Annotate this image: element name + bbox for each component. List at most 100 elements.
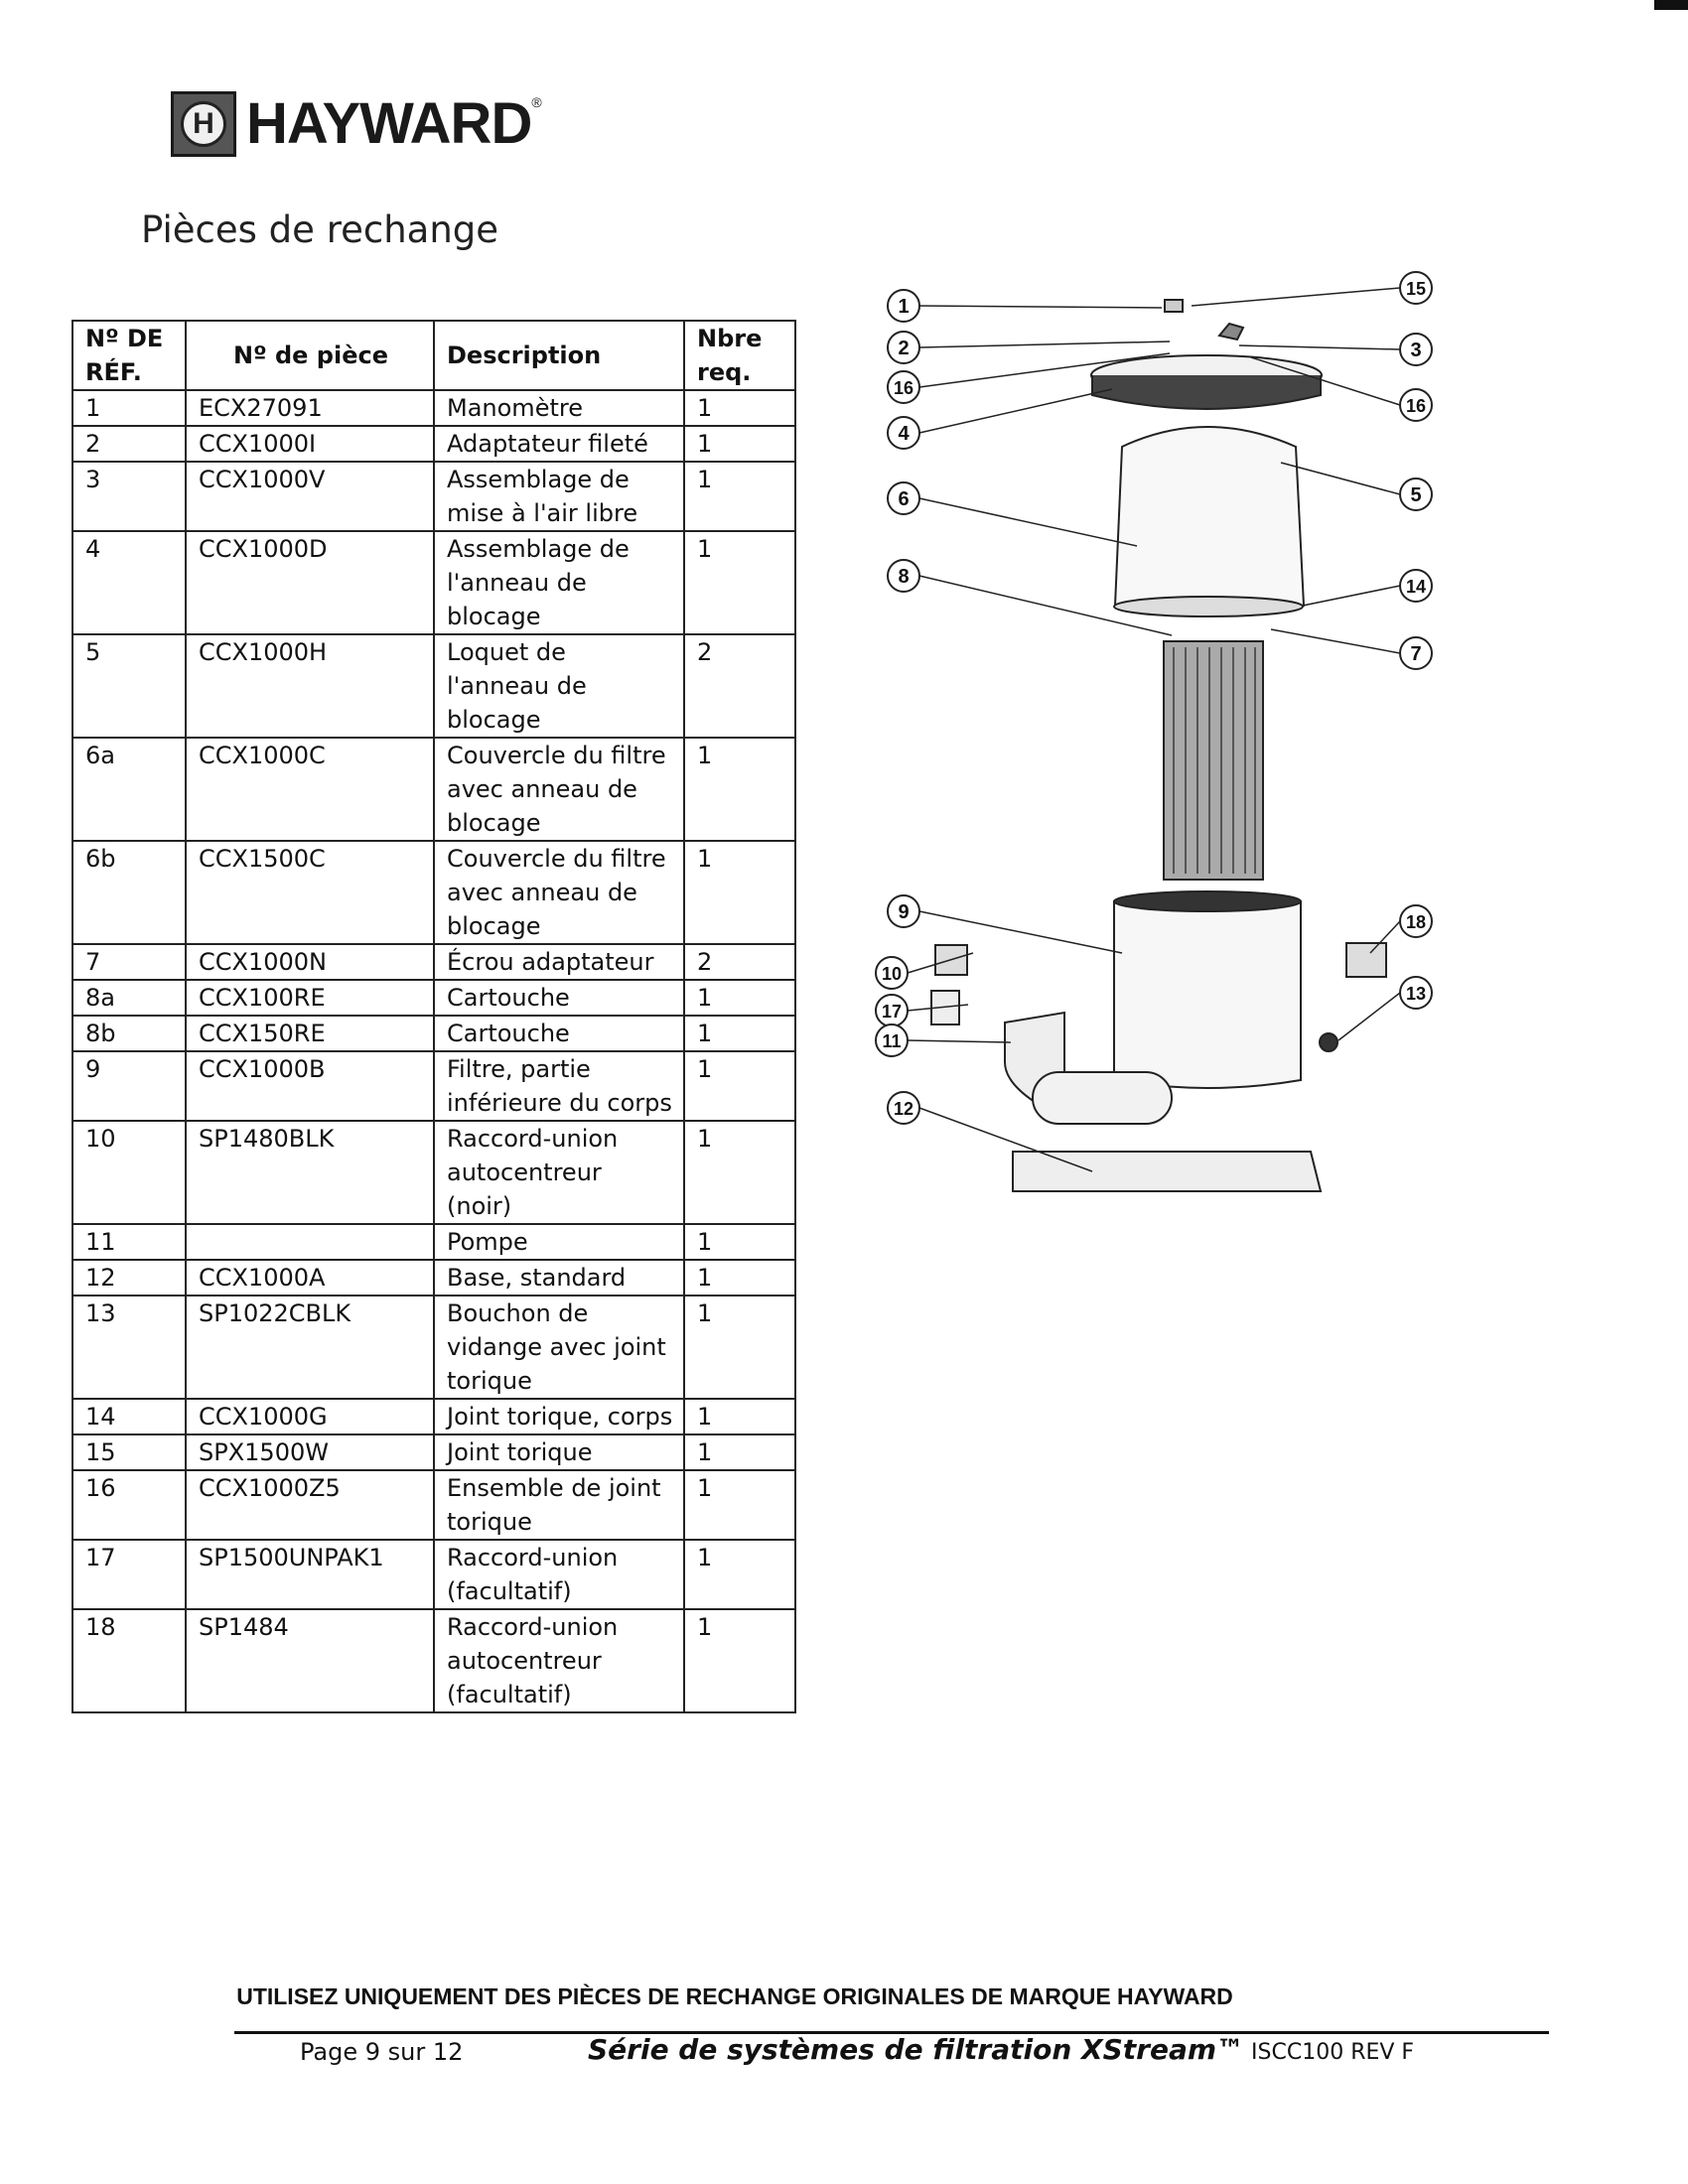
description-cell: Écrou adaptateur (433, 943, 685, 981)
callout-bubble-right-6 (1399, 904, 1433, 938)
part-number-cell: CCX1000N (185, 943, 435, 981)
pump-motor-part (1032, 1071, 1173, 1125)
part-number-cell: CCX1000G (185, 1398, 435, 1435)
quantity-cell: 2 (683, 943, 796, 981)
callout-label-left-6: 9 (898, 901, 909, 923)
quantity-cell: 2 (683, 633, 796, 739)
callout-label-left-0: 1 (898, 296, 909, 318)
lock-ring-band (1091, 375, 1322, 410)
callout-leader-left-10 (918, 1107, 1093, 1172)
callout-bubble-left-4 (887, 481, 920, 515)
callout-label-right-0: 15 (1406, 279, 1426, 299)
callout-label-left-1: 2 (898, 338, 909, 359)
callout-leader-left-4 (918, 497, 1138, 547)
header-ref: Nº DE RÉF. (71, 320, 187, 391)
quantity-cell: 1 (683, 1433, 796, 1471)
description-cell: Assemblage de l'anneau de blocage (433, 530, 685, 635)
ref-cell: 4 (71, 530, 187, 635)
hayward-logo: H HAYWARD® (171, 91, 542, 157)
quantity-cell: 1 (683, 840, 796, 945)
ref-cell: 3 (71, 461, 187, 532)
corner-mark (1654, 0, 1688, 10)
callout-label-left-2: 16 (894, 378, 914, 398)
ref-cell: 1 (71, 389, 187, 427)
part-number-cell (185, 1223, 435, 1261)
callout-bubble-left-7 (875, 956, 909, 990)
ref-cell: 6b (71, 840, 187, 945)
callout-leader-right-4 (1302, 585, 1401, 607)
description-cell: Raccord-union (facultatif) (433, 1539, 685, 1610)
filter-assembly (930, 299, 1387, 1192)
ref-cell: 5 (71, 633, 187, 739)
description-cell: Base, standard (433, 1259, 685, 1297)
part-number-cell: SP1480BLK (185, 1120, 435, 1225)
callout-leader-right-0 (1191, 287, 1401, 307)
part-number-cell: CCX1000C (185, 737, 435, 842)
callout-bubble-left-10 (887, 1091, 920, 1125)
header-quantity: Nbre req. (683, 320, 796, 391)
ref-cell: 16 (71, 1469, 187, 1541)
callout-bubble-left-0 (887, 289, 920, 323)
part-number-cell: CCX100RE (185, 979, 435, 1017)
callout-bubble-left-1 (887, 331, 920, 364)
quantity-cell: 1 (683, 1223, 796, 1261)
part-number-cell: SPX1500W (185, 1433, 435, 1471)
callout-bubble-right-0 (1399, 271, 1433, 305)
description-cell: Adaptateur fileté (433, 425, 685, 463)
part-number-cell: CCX1000H (185, 633, 435, 739)
quantity-cell: 1 (683, 1608, 796, 1713)
callout-leader-left-5 (918, 575, 1173, 636)
hayward-logo-mark: H (171, 91, 236, 157)
base-part (1012, 1151, 1323, 1192)
description-cell: Filtre, partie inférieure du corps (433, 1050, 685, 1122)
body-oring-part (1113, 596, 1304, 617)
callout-bubble-right-7 (1399, 976, 1433, 1010)
callout-leader-right-7 (1337, 992, 1401, 1041)
air-relief-part (1217, 322, 1245, 341)
header-part: Nº de pièce (185, 320, 435, 391)
footer-rule (234, 2031, 1549, 2034)
callout-bubble-left-2 (887, 370, 920, 404)
callout-label-right-5: 7 (1410, 643, 1421, 665)
callout-leader-left-6 (918, 910, 1123, 954)
quantity-cell: 1 (683, 1295, 796, 1400)
cartridge-part (1163, 640, 1264, 881)
description-cell: Couvercle du filtre avec anneau de bloca… (433, 840, 685, 945)
description-cell: Couvercle du filtre avec anneau de bloca… (433, 737, 685, 842)
ref-cell: 6a (71, 737, 187, 842)
quantity-cell: 1 (683, 1015, 796, 1052)
quantity-cell: 1 (683, 389, 796, 427)
description-cell: Manomètre (433, 389, 685, 427)
quantity-cell: 1 (683, 1469, 796, 1541)
ref-cell: 14 (71, 1398, 187, 1435)
part-number-cell: CCX1000Z5 (185, 1469, 435, 1541)
series-title: Série de systèmes de filtration XStream™… (588, 2033, 1415, 2066)
callout-leader-left-3 (918, 388, 1113, 434)
table-header-row: Nº DE RÉF. Nº de pièce Description Nbre … (71, 320, 796, 391)
callout-label-right-6: 18 (1406, 912, 1426, 932)
part-number-cell: SP1500UNPAK1 (185, 1539, 435, 1610)
part-number-cell: SP1022CBLK (185, 1295, 435, 1400)
filter-lid-part (1113, 426, 1306, 614)
part-number-cell: SP1484 (185, 1608, 435, 1713)
callout-leader-right-5 (1270, 628, 1401, 654)
callout-bubble-right-2 (1399, 388, 1433, 422)
footer-notice: UTILISEZ UNIQUEMENT DES PIÈCES DE RECHAN… (236, 1983, 1233, 2009)
hayward-logo-text: HAYWARD® (246, 91, 542, 156)
part-number-cell: CCX1000B (185, 1050, 435, 1122)
lower-body-rim (1113, 890, 1302, 912)
callout-label-left-3: 4 (898, 423, 910, 445)
callout-bubble-right-3 (1399, 478, 1433, 511)
